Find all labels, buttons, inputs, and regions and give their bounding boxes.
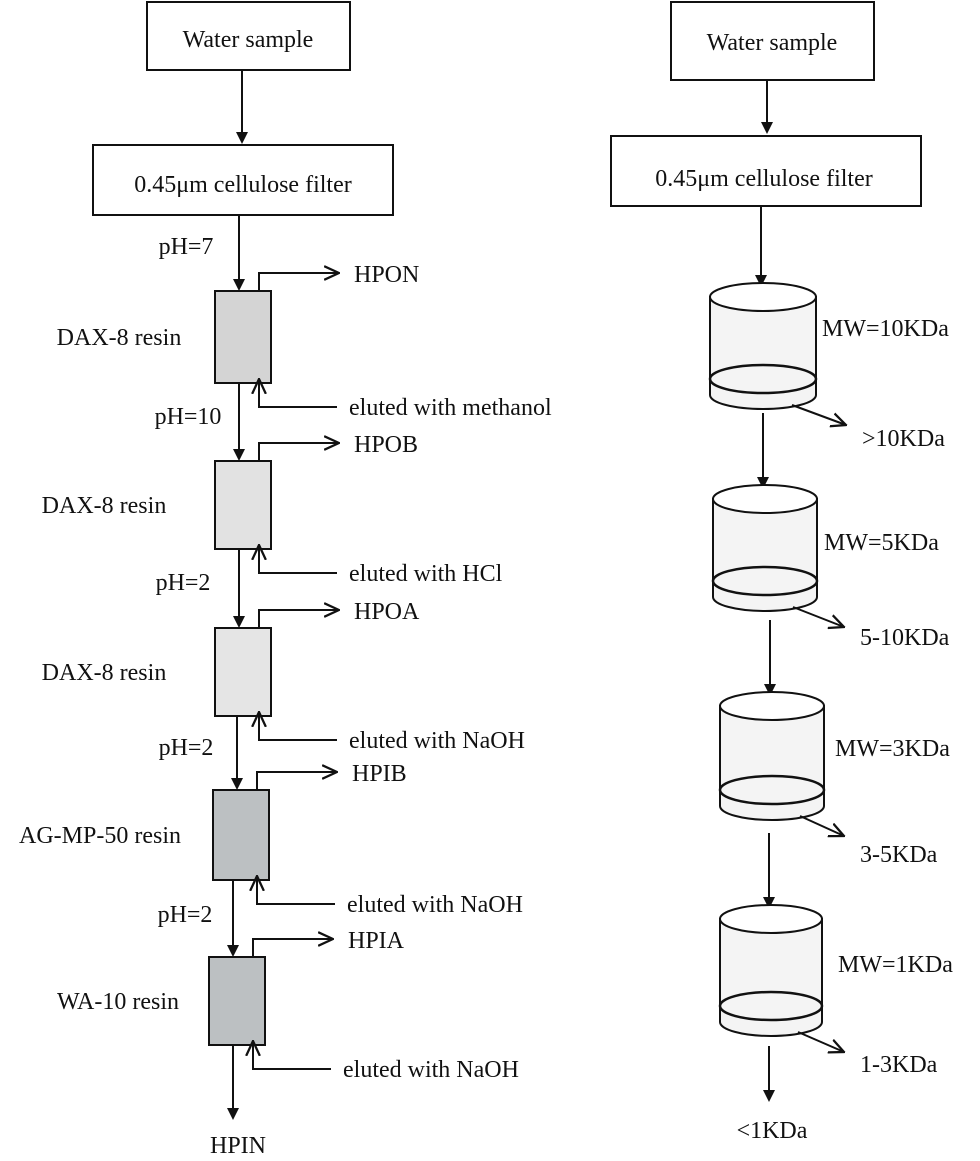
resin-column-1 [214,290,272,384]
fraction-label-3: 3-5KDa [860,842,938,868]
ph-label-5: pH=2 [158,902,213,928]
right-water-sample-box [670,1,875,81]
fraction-label-4: 1-3KDa [860,1052,938,1078]
uf-cylinder-top-2 [712,484,818,514]
elution-label-3: eluted with NaOH [349,728,525,754]
fraction-label-hpoa: HPOA [354,599,420,625]
mw-label-3: MW=3KDa [835,736,950,762]
resin-label-5: WA-10 resin [57,989,179,1015]
elution-arrow-5 [253,1041,331,1070]
resin-label-4: AG-MP-50 resin [19,823,181,849]
resin-column-2 [214,460,272,550]
elution-arrow-1 [259,379,337,408]
ph-label-3: pH=2 [156,570,211,596]
left-filter-box [92,144,394,216]
fraction-label-1: >10KDa [862,426,945,452]
fraction-label-hpob: HPOB [354,432,418,458]
mw-label-2: MW=5KDa [824,530,939,556]
ph-label-2: pH=10 [155,404,222,430]
elution-label-4: eluted with NaOH [347,892,523,918]
uf-cylinder-body-1 [709,296,817,410]
uf-cylinder-body-3 [719,705,825,821]
uf-membrane-1 [708,363,818,395]
elution-label-2: eluted with HCl [349,561,503,587]
uf-cylinder-top-1 [709,282,817,312]
elution-arrow-3 [259,712,337,741]
effluent-arrow-3 [258,610,339,628]
elution-label-5: eluted with NaOH [343,1057,519,1083]
left-water-sample-label: Water sample [183,27,314,53]
fraction-label-2: 5-10KDa [860,625,950,651]
uf-cylinder-body-2 [712,498,818,612]
resin-label-1: DAX-8 resin [57,325,182,351]
resin-fractionation-flow: Water sample 0.45μm cellulose filter pH=… [19,1,552,1159]
resin-column-5 [208,956,266,1046]
right-filter-label: 0.45μm cellulose filter [655,166,872,192]
fraction-label-hpib: HPIB [352,761,407,787]
retentate-arrow-3 [799,815,844,836]
left-filter-label: 0.45μm cellulose filter [134,172,351,198]
right-water-sample-label: Water sample [707,30,838,56]
effluent-arrow-2 [258,443,339,461]
right-filter-box [610,135,922,207]
elution-label-1: eluted with methanol [349,395,552,421]
retentate-arrow-2 [792,606,844,627]
uf-cylinder-top-4 [719,904,823,934]
fraction-label-hpia: HPIA [348,928,405,954]
uf-cylinder-top-3 [719,691,825,721]
effluent-arrow-1 [258,273,339,291]
elution-arrow-2 [259,545,337,574]
final-fraction-hpin: HPIN [210,1133,266,1159]
mw-label-1: MW=10KDa [822,316,949,342]
retentate-arrow-4 [797,1031,844,1052]
resin-label-3: DAX-8 resin [42,660,167,686]
fraction-label-hpon: HPON [354,262,419,288]
effluent-arrow-5 [252,939,333,957]
resin-label-2: DAX-8 resin [42,493,167,519]
resin-column-3 [214,627,272,717]
ph-label-1: pH=7 [159,234,214,260]
uf-membrane-3 [718,774,826,806]
retentate-arrow-1 [791,404,846,425]
ph-label-4: pH=2 [159,735,214,761]
left-water-sample-box [146,1,351,71]
resin-column-4 [212,789,270,881]
uf-cylinder-body-4 [719,918,823,1037]
effluent-arrow-4 [256,772,337,790]
uf-membrane-4 [718,990,824,1022]
elution-arrow-4 [257,876,335,905]
mw-label-4: MW=1KDa [838,952,953,978]
final-fraction-below-1kda: <1KDa [737,1118,808,1144]
ultrafiltration-flow: Water sample 0.45μm cellulose filter MW=… [610,1,953,1144]
uf-membrane-2 [711,565,819,597]
